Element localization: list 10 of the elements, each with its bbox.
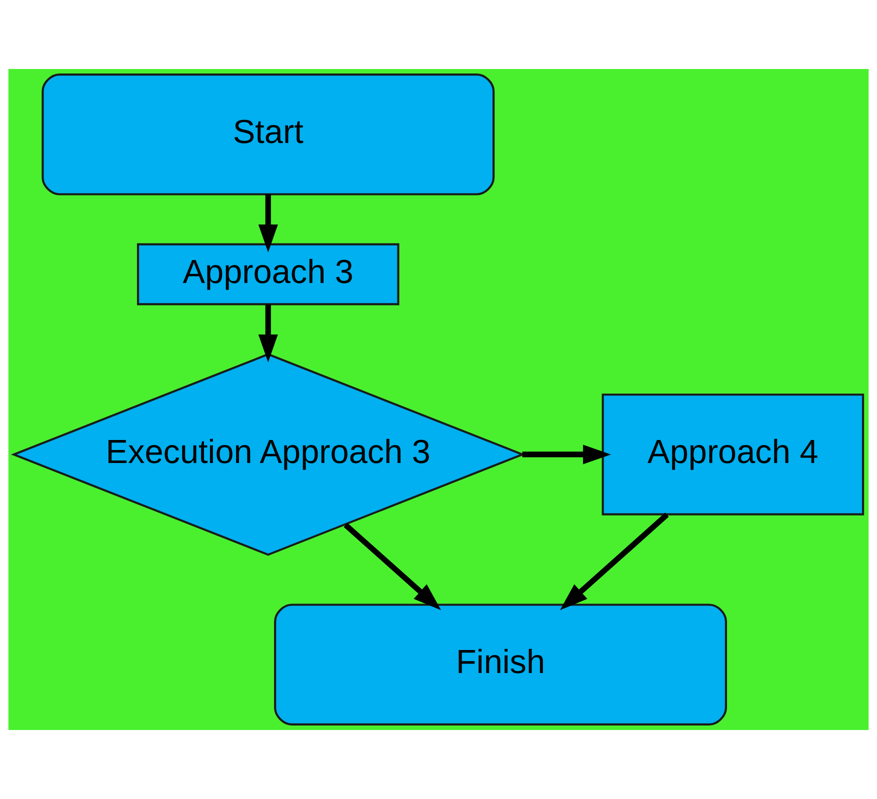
arrow	[258, 194, 278, 252]
arrow	[344, 522, 442, 610]
node-box: Finish	[274, 604, 727, 726]
arrow	[560, 512, 669, 610]
node-box: Start	[42, 74, 495, 196]
node-diamond: Execution Approach 3	[10, 353, 526, 556]
node-box: Approach 4	[602, 394, 864, 516]
arrow	[258, 304, 278, 362]
arrow	[522, 444, 611, 464]
node-box: Approach 3	[136, 243, 400, 306]
